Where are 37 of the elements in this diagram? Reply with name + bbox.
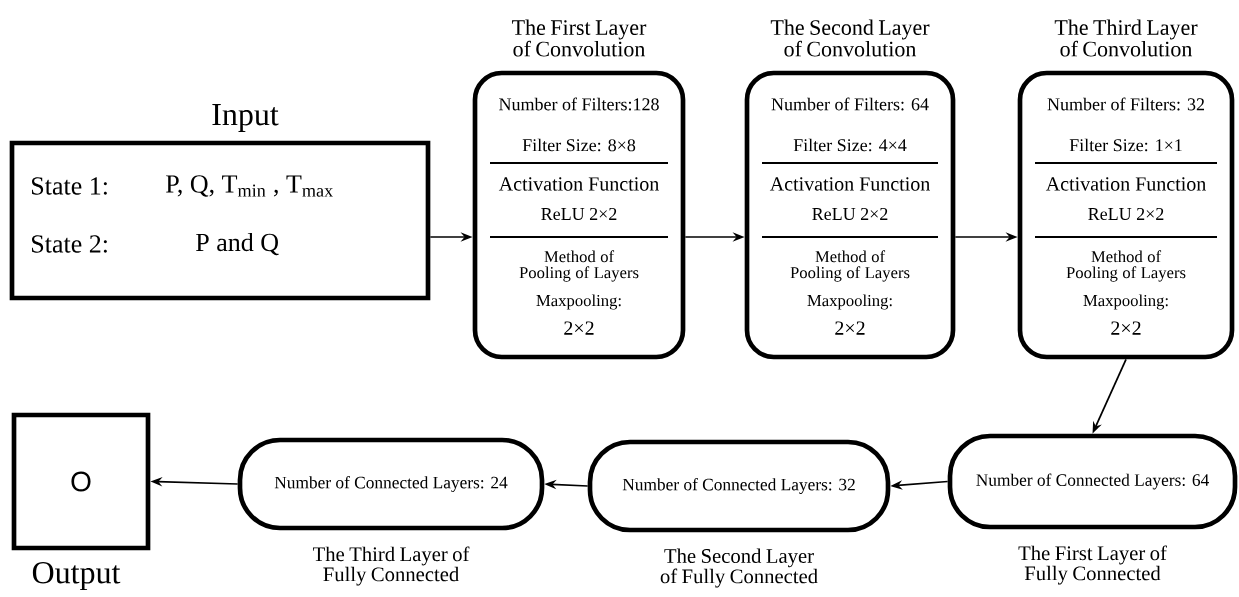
layer-title: The Second Layer of Convolution — [770, 19, 930, 57]
pooling-value: Maxpooling: — [807, 294, 892, 310]
pooling-heading: Method of Pooling of Layers — [519, 250, 639, 282]
activation-value: ReLU 2×2 — [812, 207, 888, 221]
pooling-size: 2×2 — [564, 321, 594, 335]
pooling-heading: Method of Pooling of Layers — [1066, 250, 1186, 282]
filter-count: Number of Filters:128 — [499, 97, 659, 111]
layer-title: The Third Layer of Convolution — [1054, 19, 1198, 57]
pooling-value: Maxpooling: — [536, 294, 621, 310]
activation-heading: Activation Function — [498, 177, 659, 191]
filter-size: Filter Size: 1×1 — [1069, 138, 1182, 152]
layer-label: Number of Connected Layers: 64 — [976, 473, 1209, 490]
filter-count: Number of Filters: 32 — [1047, 97, 1204, 111]
filter-size: Filter Size: 4×4 — [793, 138, 907, 152]
state-value: P, Q, T$_{min}$ , T$_{max}$ — [166, 175, 333, 197]
layer-caption: The Third Layer of Fully Connected — [313, 546, 470, 586]
layer-caption: The Second Layer of Fully Connected — [660, 548, 818, 588]
output-title: Output — [32, 562, 121, 590]
pooling-size: 2×2 — [1111, 321, 1141, 335]
filter-size: Filter Size: 8×8 — [522, 138, 636, 152]
state-label: State 2: — [32, 235, 107, 253]
filter-count: Number of Filters: 64 — [771, 97, 929, 111]
pooling-size: 2×2 — [835, 321, 865, 335]
pooling-heading: Method of Pooling of Layers — [790, 250, 910, 282]
layer-title: The First Layer of Convolution — [512, 19, 647, 57]
state-value: P and Q — [196, 232, 279, 256]
pooling-value: Maxpooling: — [1083, 294, 1168, 310]
box-title: Input — [212, 104, 279, 132]
activation-value: ReLU 2×2 — [1088, 207, 1164, 221]
layer-label: Number of Connected Layers: 32 — [622, 478, 855, 494]
layer-caption: The First Layer of Fully Connected — [1018, 545, 1167, 585]
output-symbol: O — [71, 471, 91, 492]
activation-value: ReLU 2×2 — [541, 207, 617, 221]
activation-heading: Activation Function — [1045, 177, 1206, 191]
layer-label: Number of Connected Layers: 24 — [274, 476, 508, 492]
state-label: State 1: — [32, 177, 107, 195]
activation-heading: Activation Function — [769, 177, 930, 191]
